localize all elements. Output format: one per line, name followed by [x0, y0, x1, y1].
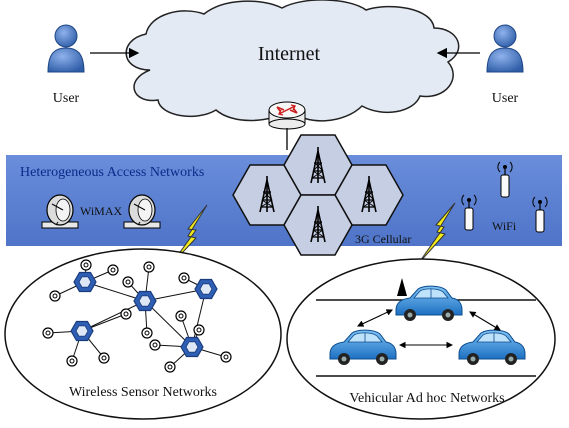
cellular-label: 3G Cellular — [355, 232, 411, 246]
roadside-unit-icon — [397, 278, 407, 296]
user-icon — [486, 24, 524, 73]
wifi-label: WiFi — [492, 219, 517, 233]
router-icon — [268, 101, 306, 130]
band-title: Heterogeneous Access Networks — [20, 165, 204, 180]
sensor-network-label: Wireless Sensor Networks — [69, 385, 217, 400]
v2v-arrows — [357, 309, 501, 349]
sensor-node-icon — [73, 271, 97, 293]
sensor-node-icon — [70, 320, 94, 342]
wimax-label: WiMAX — [80, 204, 123, 218]
vehicular-network-region — [286, 258, 556, 420]
sensor-node-icon — [180, 336, 204, 358]
internet-cloud — [125, 0, 460, 122]
internet-label: Internet — [258, 43, 321, 65]
user-icon — [47, 24, 85, 73]
sensor-node-icon — [133, 290, 157, 312]
user-label-right: User — [492, 91, 519, 106]
vehicular-network-label: Vehicular Ad hoc Networks — [349, 391, 504, 406]
sensor-node-icon — [194, 278, 218, 300]
user-label-left: User — [53, 91, 80, 106]
